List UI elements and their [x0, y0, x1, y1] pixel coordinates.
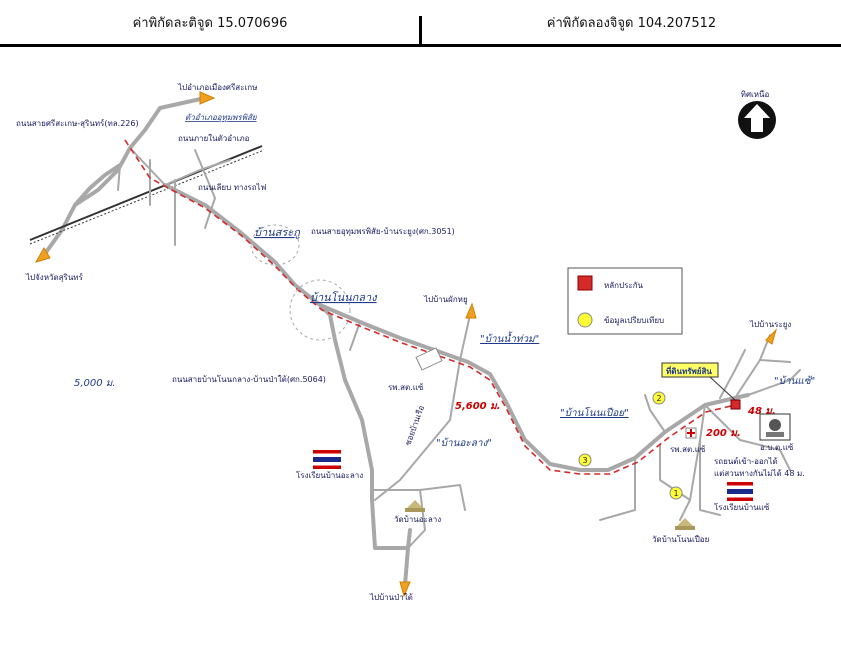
a-lang-streets: [349, 314, 471, 549]
village-non-pueai: "บ้านโนนเปือย": [560, 407, 629, 419]
label-rail-road: ถนนเลียบ ทางรถไฟ: [198, 183, 267, 192]
svg-text:ข้อมูลเปรียบเทียบ: ข้อมูลเปรียบเทียบ: [604, 316, 664, 326]
label-to-ra-yung: ไปบ้านระยูง: [749, 320, 791, 330]
label-school-a-lang: โรงเรียนบ้านอะลาง: [296, 470, 363, 480]
label-junction-2: แต่สวนทางกันไม่ได้ 48 ม.: [714, 469, 805, 478]
label-town-road: ถนนภายในตัวอำเภอ: [178, 134, 250, 143]
arrow-surin: [34, 247, 51, 263]
property-marker: [730, 399, 741, 410]
arrow-ra-yung: [765, 328, 778, 345]
village-a-lang: "บ้านอะลาง": [436, 437, 492, 449]
arrow-phak-yu: [465, 302, 477, 319]
label-to-surin: ไปจังหวัดสุรินทร์: [25, 272, 84, 282]
label-to-srisaket: ไปอำเภอเมืองศรีสะเกษ: [177, 83, 257, 92]
label-hospital-2: รพ.สต.แซ้: [670, 445, 706, 454]
svg-text:หลักประกัน: หลักประกัน: [604, 281, 644, 290]
village-sa-ku: บ้านสระกู: [254, 226, 301, 239]
village-sae: "บ้านแซ้": [774, 375, 815, 387]
distance-200: 200 ม.: [706, 428, 741, 439]
label-hospital-1: รพ.สต.แซ้: [388, 383, 424, 392]
route-path: [124, 139, 736, 475]
arrow-srisaket: [199, 91, 216, 105]
flag-a-lang: [313, 450, 341, 469]
label-property: ที่ดินทรัพย์สิน: [666, 365, 712, 376]
town-road-west: [73, 163, 122, 207]
legend: หลักประกัน ข้อมูลเปรียบเทียบ: [567, 267, 683, 335]
label-obt: อ.บ.ต.แซ้: [760, 443, 794, 452]
hospital-cross-icon: [685, 427, 697, 439]
label-to-phak-yu: ไปบ้านผักหยู: [423, 295, 468, 305]
temple-icon-2: [675, 518, 695, 530]
label-soi: ซอยบ้านเรือ: [403, 404, 426, 447]
road-to-pa-tai: [403, 546, 410, 587]
svg-text:3: 3: [582, 456, 587, 465]
compare-marker-3: 3: [578, 453, 592, 467]
distance-5600: 5,600 ม.: [455, 401, 501, 412]
label-road-226: ถนนสายศรีสะเกษ-สุรินทร์(ทล.226): [16, 118, 139, 128]
coordinate-header: ค่าพิกัดละติจูด 15.070696 ค่าพิกัดลองจิจ…: [0, 0, 841, 47]
latitude-text: ค่าพิกัดละติจูด 15.070696: [132, 15, 288, 31]
road-5064: [318, 303, 412, 550]
svg-text:ทิศเหนือ: ทิศเหนือ: [741, 90, 770, 99]
village-non-klang: บ้านโนนกลาง: [310, 291, 378, 304]
label-junction: รถยนต์เข้า-ออกได้: [714, 456, 778, 466]
label-school-sae: โรงเรียนบ้านแซ้: [714, 502, 770, 512]
village-nam-thuam: "บ้านน้ำท่วม": [480, 331, 539, 345]
compare-marker-2: 2: [652, 391, 666, 405]
label-road-5064: ถนนสายบ้านโนนกลาง-บ้านป่าใต้(ศก.5064): [172, 374, 326, 384]
temple-icon: [405, 500, 425, 512]
svg-text:1: 1: [673, 489, 678, 498]
header-rule: [0, 44, 841, 47]
longitude-text: ค่าพิกัดลองจิจูด 104.207512: [546, 15, 717, 31]
svg-text:2: 2: [656, 394, 661, 403]
distance-48: 48 ม.: [747, 406, 776, 417]
flag-sae: [727, 482, 753, 501]
label-wat-a-lang: วัดบ้านอะลาง: [394, 515, 441, 524]
road-3051: [163, 183, 750, 472]
highway-226: [42, 96, 207, 257]
label-to-pa-tai: ไปบ้านป่าใต้: [369, 593, 413, 602]
compare-marker-1: 1: [669, 486, 683, 500]
label-wat-non-pueai: วัดบ้านโนนเปือย: [652, 534, 709, 544]
north-arrow: ทิศเหนือ: [738, 90, 776, 139]
obt-building-icon: [759, 413, 791, 441]
distance-5000: 5,000 ม.: [74, 378, 116, 389]
label-district-town: ตัวอำเภออุทุมพรพิสัย: [185, 113, 258, 123]
town-streets: [117, 147, 231, 246]
arrow-pa-tai: [399, 581, 411, 598]
label-road-3051: ถนนสายอุทุมพรพิสัย-บ้านระยูง(ศก.3051): [311, 227, 455, 237]
sae-streets: [599, 334, 801, 521]
header-divider: [419, 16, 422, 46]
